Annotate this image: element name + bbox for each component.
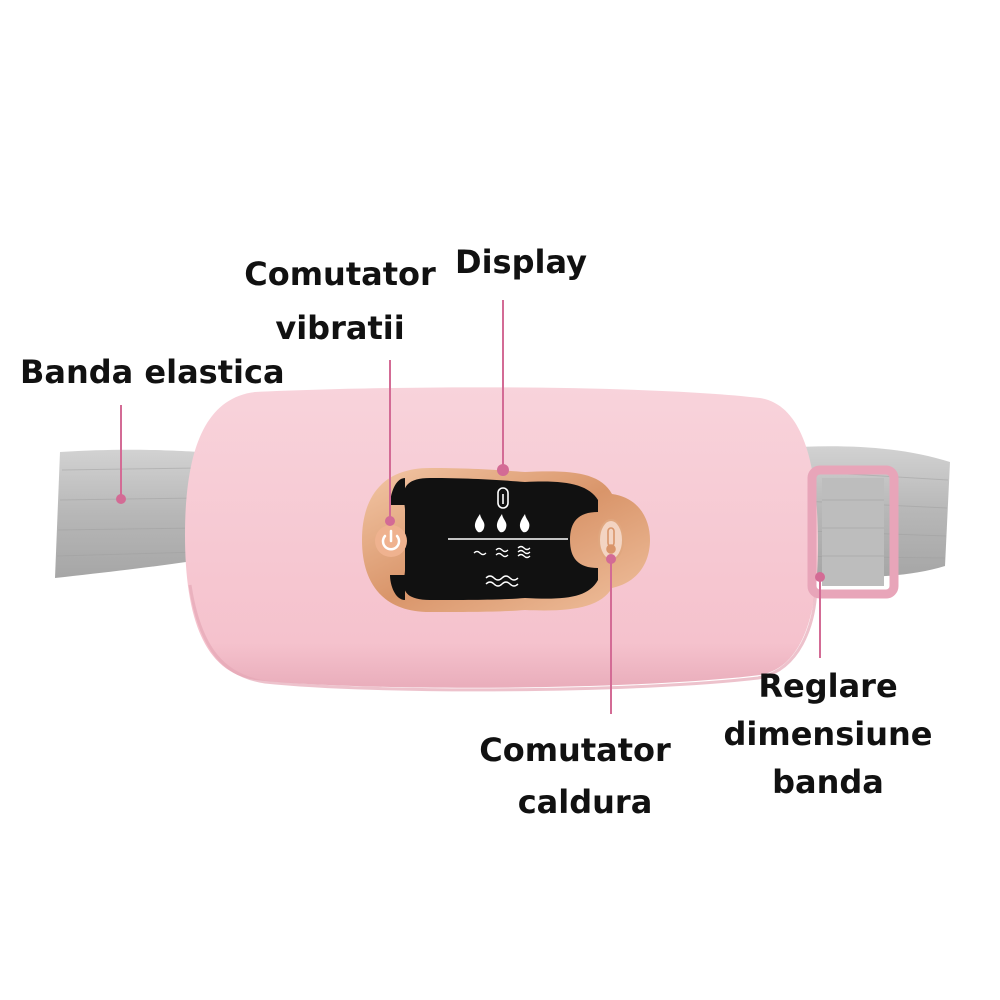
label-comutator-caldura: Comutator caldura [479, 731, 671, 821]
label-reglare-dimensiune-banda: Reglare dimensiune banda [723, 667, 933, 801]
leader-banda-elastica [120, 405, 122, 495]
label-display: Display [455, 243, 587, 281]
label-banda-elastica: Banda elastica [20, 353, 285, 391]
size-adjuster-buckle[interactable] [807, 465, 899, 599]
dot-comutator-vibratii [385, 516, 395, 526]
dot-comutator-caldura [606, 554, 616, 564]
thermometer-icon [497, 487, 509, 509]
leader-reglare [819, 578, 821, 658]
vibration-icon [485, 575, 519, 587]
dot-reglare [815, 572, 825, 582]
label-comutator-vibratii: Comutator vibratii [244, 255, 436, 347]
power-icon[interactable] [381, 529, 401, 551]
flame-icon [474, 514, 530, 533]
leader-display [502, 300, 504, 465]
dot-banda-elastica [116, 494, 126, 504]
wave-icon [473, 545, 531, 559]
leader-comutator-caldura [610, 562, 612, 714]
heat-button-thermometer-icon[interactable] [606, 527, 616, 554]
leader-comutator-vibratii [389, 360, 391, 520]
left-strap [55, 449, 200, 578]
